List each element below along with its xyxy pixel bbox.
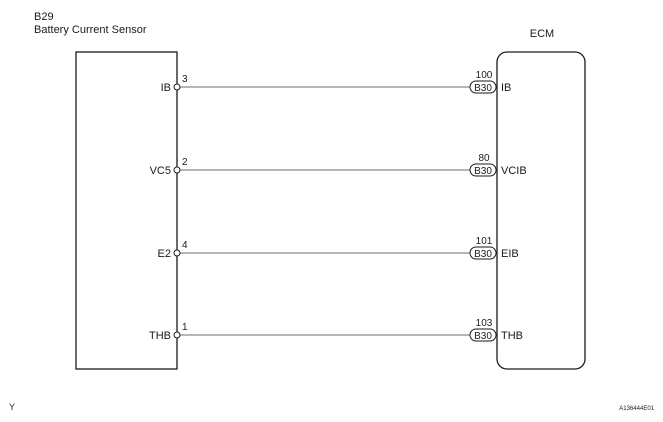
- connector-code: B30: [474, 83, 492, 94]
- sensor-pin-number: 4: [182, 240, 188, 251]
- connector-badge: [469, 328, 497, 342]
- connector-code: B30: [474, 166, 492, 177]
- figure-code: A136444E01: [619, 406, 654, 412]
- connector-badge: [469, 163, 497, 177]
- ecm-pin-number: 103: [476, 318, 493, 329]
- ecm-signal-label: EIB: [501, 248, 519, 260]
- pin-terminal-icon: [173, 166, 181, 174]
- ecm-signal-label: VCIB: [501, 165, 527, 177]
- sensor-box: [75, 51, 178, 370]
- connector-code: B30: [474, 331, 492, 342]
- sensor-pin-number: 2: [182, 157, 188, 168]
- sensor-signal-label: E2: [158, 248, 171, 260]
- footer-mark: Y: [9, 402, 15, 412]
- connector-badge: [469, 80, 497, 94]
- connector-code: B30: [474, 249, 492, 260]
- ecm-signal-label: THB: [501, 330, 523, 342]
- sensor-signal-label: IB: [161, 82, 171, 94]
- sensor-pin-number: 1: [182, 322, 188, 333]
- ecm-pin-number: 80: [478, 153, 490, 164]
- pin-terminal-icon: [173, 249, 181, 257]
- ecm-pin-number: 101: [476, 236, 493, 247]
- sensor-pin-number: 3: [182, 74, 188, 85]
- connector-badge: [469, 246, 497, 260]
- ecm-box: [496, 51, 586, 370]
- ecm-label: ECM: [530, 28, 554, 40]
- sensor-code: B29: [34, 11, 54, 23]
- sensor-signal-label: VC5: [150, 165, 171, 177]
- sensor-name: Battery Current Sensor: [34, 24, 147, 36]
- pin-terminal-icon: [173, 83, 181, 91]
- ecm-signal-label: IB: [501, 82, 511, 94]
- ecm-pin-number: 100: [476, 70, 493, 81]
- pin-terminal-icon: [173, 331, 181, 339]
- sensor-signal-label: THB: [149, 330, 171, 342]
